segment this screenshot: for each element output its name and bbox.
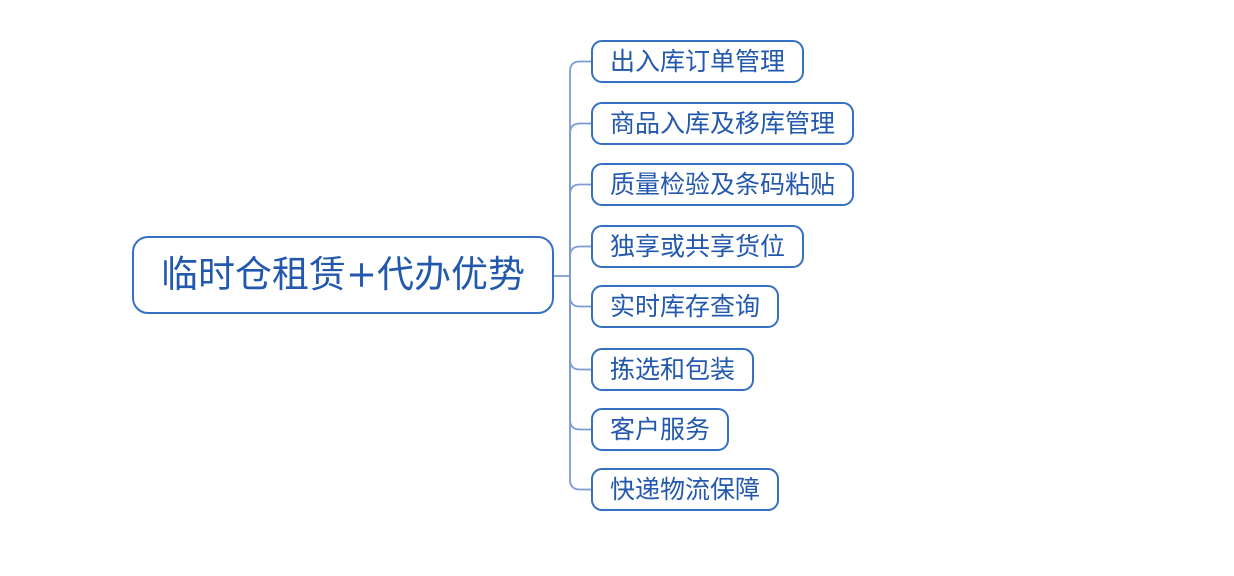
branch-node-7[interactable]: 客户服务 [591, 408, 730, 451]
branch-node-1[interactable]: 出入库订单管理 [591, 40, 805, 83]
branch-node-4[interactable]: 独享或共享货位 [591, 225, 805, 268]
branch-node-6[interactable]: 拣选和包装 [591, 348, 755, 391]
branch-node-3[interactable]: 质量检验及条码粘贴 [591, 163, 855, 206]
branch-node-2[interactable]: 商品入库及移库管理 [591, 102, 855, 145]
branch-node-8[interactable]: 快递物流保障 [591, 468, 780, 511]
root-node[interactable]: 临时仓租赁+代办优势 [132, 236, 554, 314]
branch-node-5[interactable]: 实时库存查询 [591, 285, 780, 328]
